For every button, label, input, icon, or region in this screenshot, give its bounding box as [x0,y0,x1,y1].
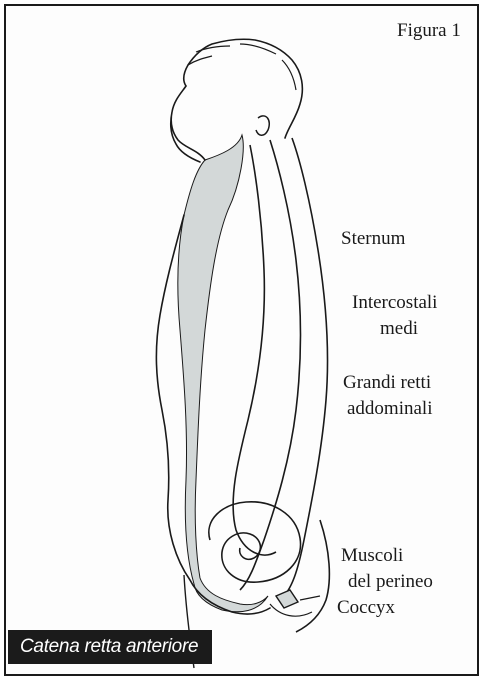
coccyx-marker [276,590,298,608]
label-del-perineo: del perineo [348,571,433,593]
chain-line-middle [240,140,301,590]
figure-caption: Catena retta anteriore [8,630,214,664]
label-medi: medi [380,318,418,340]
anterior-chain-shading [178,135,268,612]
chain-line-inner [233,145,276,555]
label-muscoli: Muscoli [341,545,403,567]
figure-title: Figura 1 [397,20,461,42]
ear [256,116,269,135]
hair [188,44,296,90]
pelvic-spiral [209,502,301,582]
body-profile [156,39,302,614]
label-grandi-retti: Grandi retti [343,372,431,394]
label-addominali: addominali [347,398,432,420]
label-intercostali: Intercostali [352,292,437,314]
label-sternum: Sternum [341,228,405,250]
label-coccyx: Coccyx [337,597,395,619]
